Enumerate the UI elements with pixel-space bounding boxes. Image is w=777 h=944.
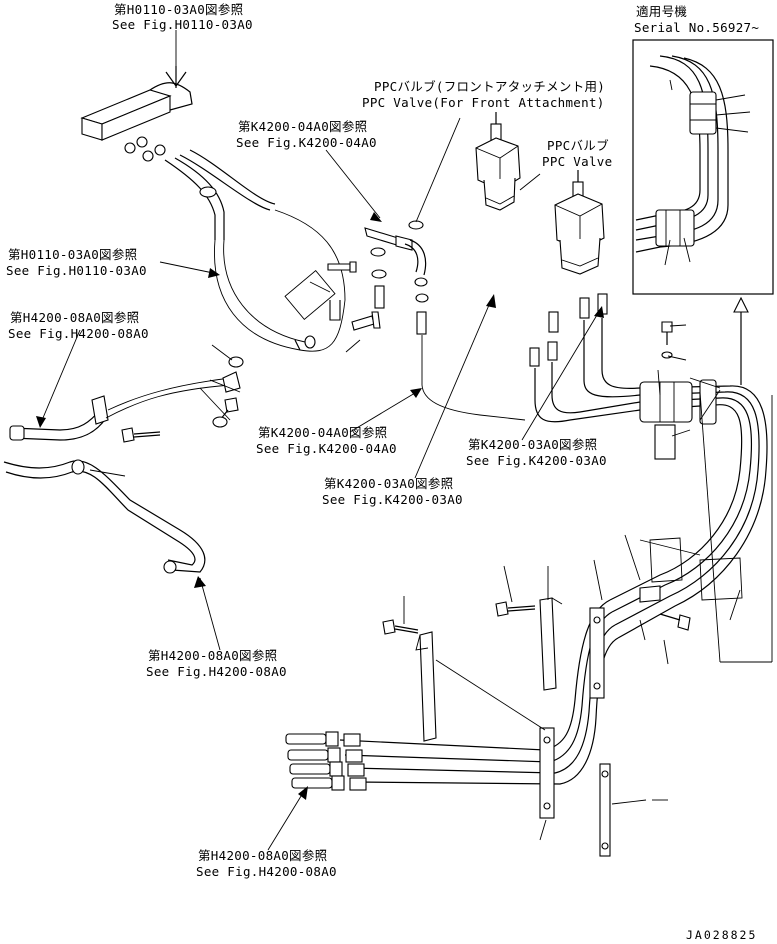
callout-k4200-03-mid-jp: 第K4200-03A0図参照: [324, 476, 454, 491]
hose-end-fittings: [285, 731, 367, 791]
hoses-left: [3, 377, 231, 574]
callout-h4200-lower-jp: 第H4200-08A0図参照: [148, 648, 278, 663]
ppc-title-jp: PPCバルブ: [547, 138, 609, 153]
callout-k4200-04-top-jp: 第K4200-04A0図参照: [238, 119, 368, 134]
callout-k4200-04-top-en: See Fig.K4200-04A0: [236, 135, 377, 150]
callout-k4200-03-right-jp: 第K4200-03A0図参照: [468, 437, 598, 452]
ppc-valve-front: [475, 112, 521, 211]
callout-k4200-04-mid-en: See Fig.K4200-04A0: [256, 441, 397, 456]
drawing-code: JA028825: [686, 928, 758, 942]
ppc-title-en: PPC Valve: [542, 154, 613, 169]
callout-k4200-04-mid-jp: 第K4200-04A0図参照: [258, 425, 388, 440]
ppc-front-title-en: PPC Valve(For Front Attachment): [362, 95, 605, 110]
serial-number: Serial No.56927~: [634, 20, 760, 35]
serial-title-jp: 適用号機: [636, 4, 688, 19]
callout-k4200-03-mid-en: See Fig.K4200-03A0: [322, 492, 463, 507]
callout-h0110-mid-jp: 第H0110-03A0図参照: [8, 247, 138, 262]
ppc-front-title-jp: PPCバルブ(フロントアタッチメント用): [374, 79, 606, 94]
small-parts-left: [121, 356, 244, 443]
serial-inset: [632, 39, 774, 385]
callout-h4200-left-en: See Fig.H4200-08A0: [8, 326, 149, 341]
callout-h0110-top-en: See Fig.H0110-03A0: [112, 17, 253, 32]
callout-h4200-left-jp: 第H4200-08A0図参照: [10, 310, 140, 325]
manifold-block: [80, 66, 193, 162]
hose-main-run: [285, 599, 619, 819]
ppc-valve: [529, 170, 608, 367]
callout-h4200-bottom-jp: 第H4200-08A0図参照: [198, 848, 328, 863]
callout-h4200-lower-en: See Fig.H4200-08A0: [146, 664, 287, 679]
callout-h0110-mid-en: See Fig.H0110-03A0: [6, 263, 147, 278]
leader-lines: [36, 30, 773, 851]
center-fittings: [284, 220, 526, 421]
hose-left-upper: [164, 149, 346, 352]
hose-bundle-right: [534, 318, 768, 639]
callout-k4200-03-right-en: See Fig.K4200-03A0: [466, 453, 607, 468]
callout-h4200-bottom-en: See Fig.H4200-08A0: [196, 864, 337, 879]
callout-h0110-top-jp: 第H0110-03A0図参照: [114, 2, 244, 17]
